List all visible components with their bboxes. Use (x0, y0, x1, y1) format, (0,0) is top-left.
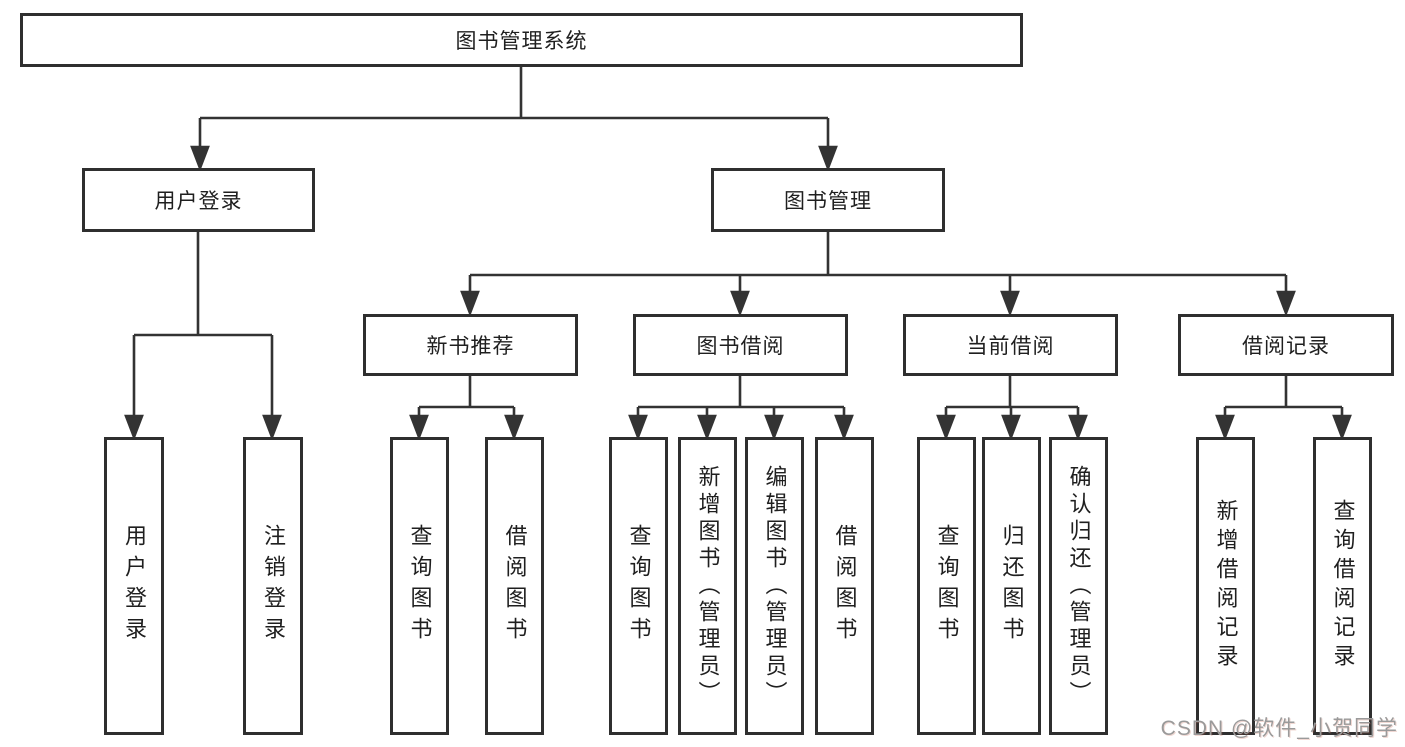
node-current-borrow-label: 当前借阅 (966, 335, 1055, 358)
node-borrow-records: 借阅记录 (1178, 314, 1394, 376)
connector-book-borrow-to-leaves (628, 376, 854, 441)
leaf-logout: 注销登录 (243, 437, 303, 735)
arrowhead (1068, 414, 1088, 441)
leaf-confirm-return-admin: 确认归还（管理员） (1049, 437, 1108, 735)
leaf-current-query-books: 查询图书 (917, 437, 976, 735)
arrowhead (124, 414, 144, 441)
arrowhead (1215, 414, 1235, 441)
arrowhead (262, 414, 282, 441)
node-root-label: 图书管理系统 (455, 30, 588, 53)
connector-root-to-level2 (190, 67, 838, 172)
arrowhead (1001, 414, 1021, 441)
node-new-books-label: 新书推荐 (426, 335, 515, 358)
arrowhead (460, 290, 480, 317)
leaf-edit-books-admin: 编辑图书（管理员） (745, 437, 804, 735)
connector-borrow-records-to-leaves (1215, 376, 1352, 441)
arrowhead (504, 414, 524, 441)
node-book-borrow: 图书借阅 (633, 314, 848, 376)
leaf-borrow-borrow-books: 借阅图书 (815, 437, 874, 735)
node-root: 图书管理系统 (20, 13, 1023, 67)
arrowhead (834, 414, 854, 441)
leaf-newbooks-query-books: 查询图书 (390, 437, 449, 735)
node-book-mgmt: 图书管理 (711, 168, 945, 232)
arrowhead (818, 145, 838, 172)
node-book-mgmt-label: 图书管理 (784, 190, 872, 213)
node-new-books: 新书推荐 (363, 314, 578, 376)
csdn-watermark: CSDN @软件_小贺同学 (1160, 717, 1398, 740)
connector-user-login-to-leaves (124, 232, 282, 441)
arrowhead (190, 145, 210, 172)
arrowhead (764, 414, 784, 441)
leaf-add-borrow-record: 新增借阅记录 (1196, 437, 1255, 735)
leaf-borrow-query-books: 查询图书 (609, 437, 668, 735)
arrowhead (936, 414, 956, 441)
connector-current-borrow-to-leaves (936, 376, 1088, 441)
leaf-newbooks-borrow-books: 借阅图书 (485, 437, 544, 735)
node-user-login-label: 用户登录 (154, 190, 243, 213)
leaf-user-login: 用户登录 (104, 437, 164, 735)
leaf-query-borrow-record: 查询借阅记录 (1313, 437, 1372, 735)
node-current-borrow: 当前借阅 (903, 314, 1118, 376)
leaf-return-books: 归还图书 (982, 437, 1041, 735)
arrowhead (409, 414, 429, 441)
connector-new-books-to-leaves (409, 376, 524, 441)
connector-book-mgmt-to-level3 (460, 232, 1296, 317)
arrowhead (1332, 414, 1352, 441)
arrowhead (1000, 290, 1020, 317)
arrowhead (730, 290, 750, 317)
node-borrow-records-label: 借阅记录 (1242, 335, 1330, 358)
arrowhead (697, 414, 717, 441)
leaf-add-books-admin: 新增图书（管理员） (678, 437, 737, 735)
node-user-login: 用户登录 (82, 168, 315, 232)
arrowhead (628, 414, 648, 441)
node-book-borrow-label: 图书借阅 (696, 335, 785, 358)
arrowhead (1276, 290, 1296, 317)
